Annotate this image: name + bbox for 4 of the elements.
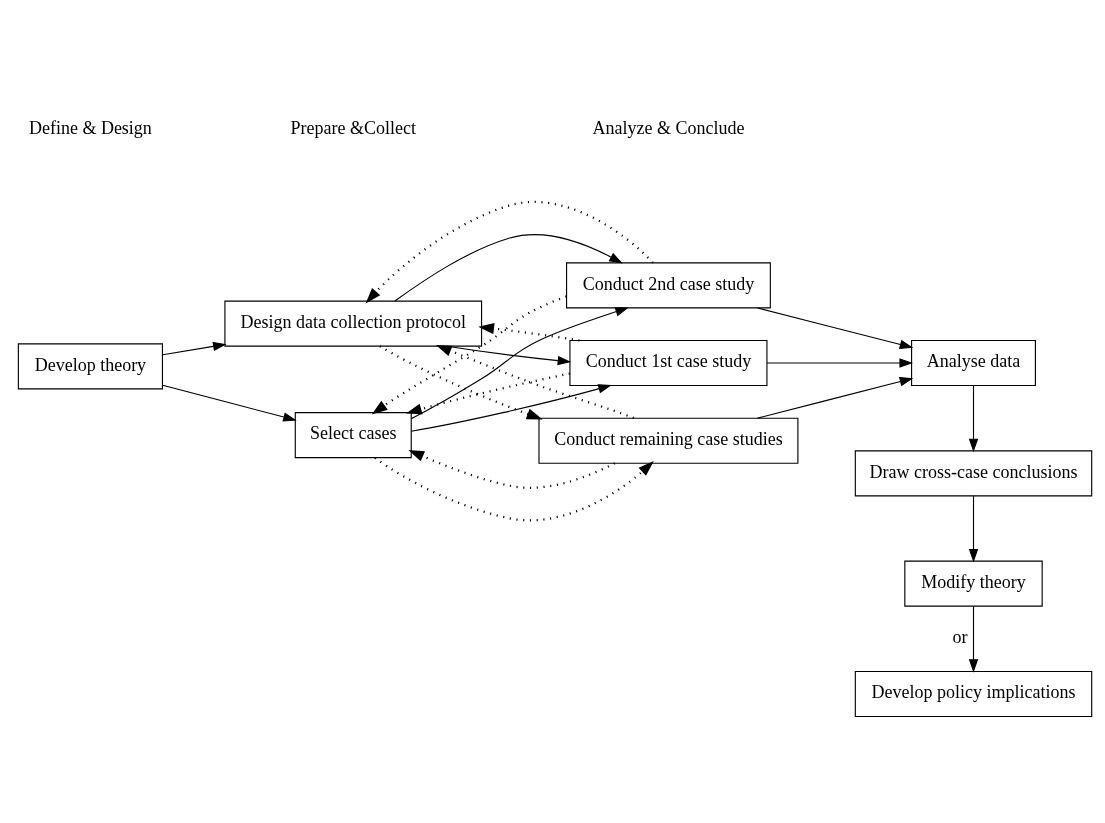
edge-label: or bbox=[952, 626, 968, 647]
label: Define & Design bbox=[28, 117, 152, 138]
label: Prepare &Collect bbox=[290, 117, 416, 138]
label: Analyze & Conclude bbox=[592, 117, 745, 138]
